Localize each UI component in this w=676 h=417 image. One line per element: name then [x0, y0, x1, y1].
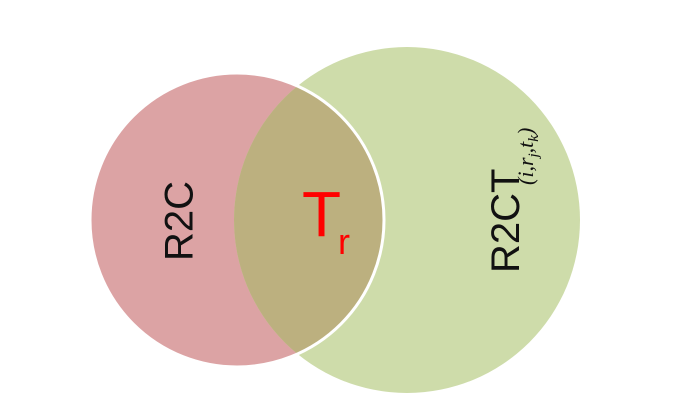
intersection-label-sub: r: [338, 221, 350, 262]
right-set-label-sub-j: j: [526, 153, 542, 159]
intersection-label-main: T: [302, 178, 341, 250]
right-set-label: R2CT (i,rj,tk): [484, 128, 542, 273]
right-set-label-sub-rest: ,t: [513, 141, 538, 154]
right-set-label-main: R2CT: [484, 169, 528, 273]
right-set-label-sub-close: ): [513, 128, 538, 137]
intersection-outline: [88, 71, 386, 369]
left-set-label: R2C: [158, 181, 202, 261]
right-set-label-sub: (i,rj,tk): [513, 128, 542, 185]
intersection-label: T r: [302, 178, 350, 262]
intersection-region: [234, 73, 384, 367]
right-set-label-sub-open: (i,r: [513, 157, 538, 185]
right-set-label-sub-k: k: [526, 135, 542, 142]
